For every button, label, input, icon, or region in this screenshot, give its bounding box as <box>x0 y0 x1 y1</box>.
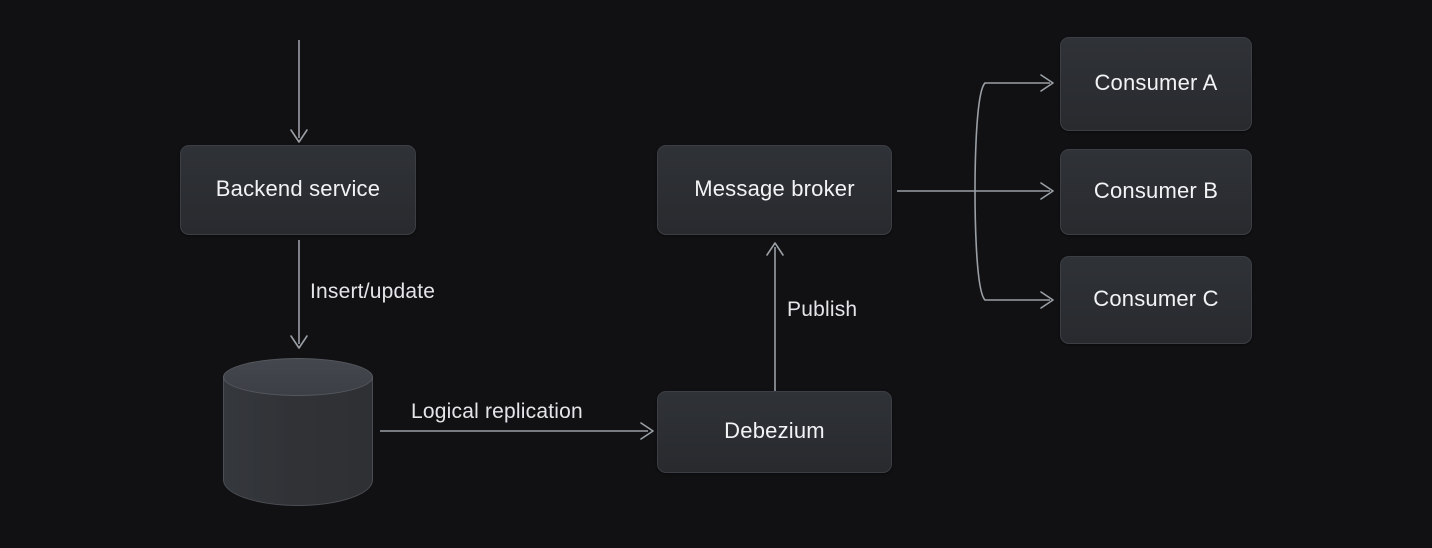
edge-label-publish: Publish <box>787 298 858 321</box>
node-consumer-a-label: Consumer A <box>1094 70 1218 95</box>
node-debezium-label: Debezium <box>724 418 825 443</box>
edge-backend-service-to-database <box>290 240 308 349</box>
edge-branch-to-consumer-a <box>974 74 1054 192</box>
edge-database-to-debezium <box>380 422 654 440</box>
node-debezium[interactable]: Debezium <box>657 391 892 473</box>
node-message-broker-label: Message broker <box>694 176 855 201</box>
node-consumer-b-label: Consumer B <box>1093 178 1219 203</box>
node-backend-service-label: Backend service <box>215 176 381 201</box>
node-consumer-c-label: Consumer C <box>1093 286 1219 311</box>
node-backend-service[interactable]: Backend service <box>180 145 416 235</box>
node-consumer-c[interactable]: Consumer C <box>1060 256 1252 344</box>
edge-external-to-backend-service <box>290 40 308 143</box>
edge-label-insert-update: Insert/update <box>310 280 436 303</box>
node-message-broker[interactable]: Message broker <box>657 145 892 235</box>
database-cylinder-top <box>223 358 373 396</box>
node-consumer-b[interactable]: Consumer B <box>1060 149 1252 235</box>
edge-label-logical-replication: Logical replication <box>411 400 583 423</box>
edge-debezium-to-message-broker <box>766 242 784 396</box>
edge-branch-to-consumer-c <box>974 190 1054 309</box>
edge-branch-to-consumer-b <box>975 182 1054 200</box>
database-cylinder-body <box>223 376 373 506</box>
node-consumer-a[interactable]: Consumer A <box>1060 37 1252 131</box>
node-database-cylinder[interactable] <box>223 358 373 506</box>
